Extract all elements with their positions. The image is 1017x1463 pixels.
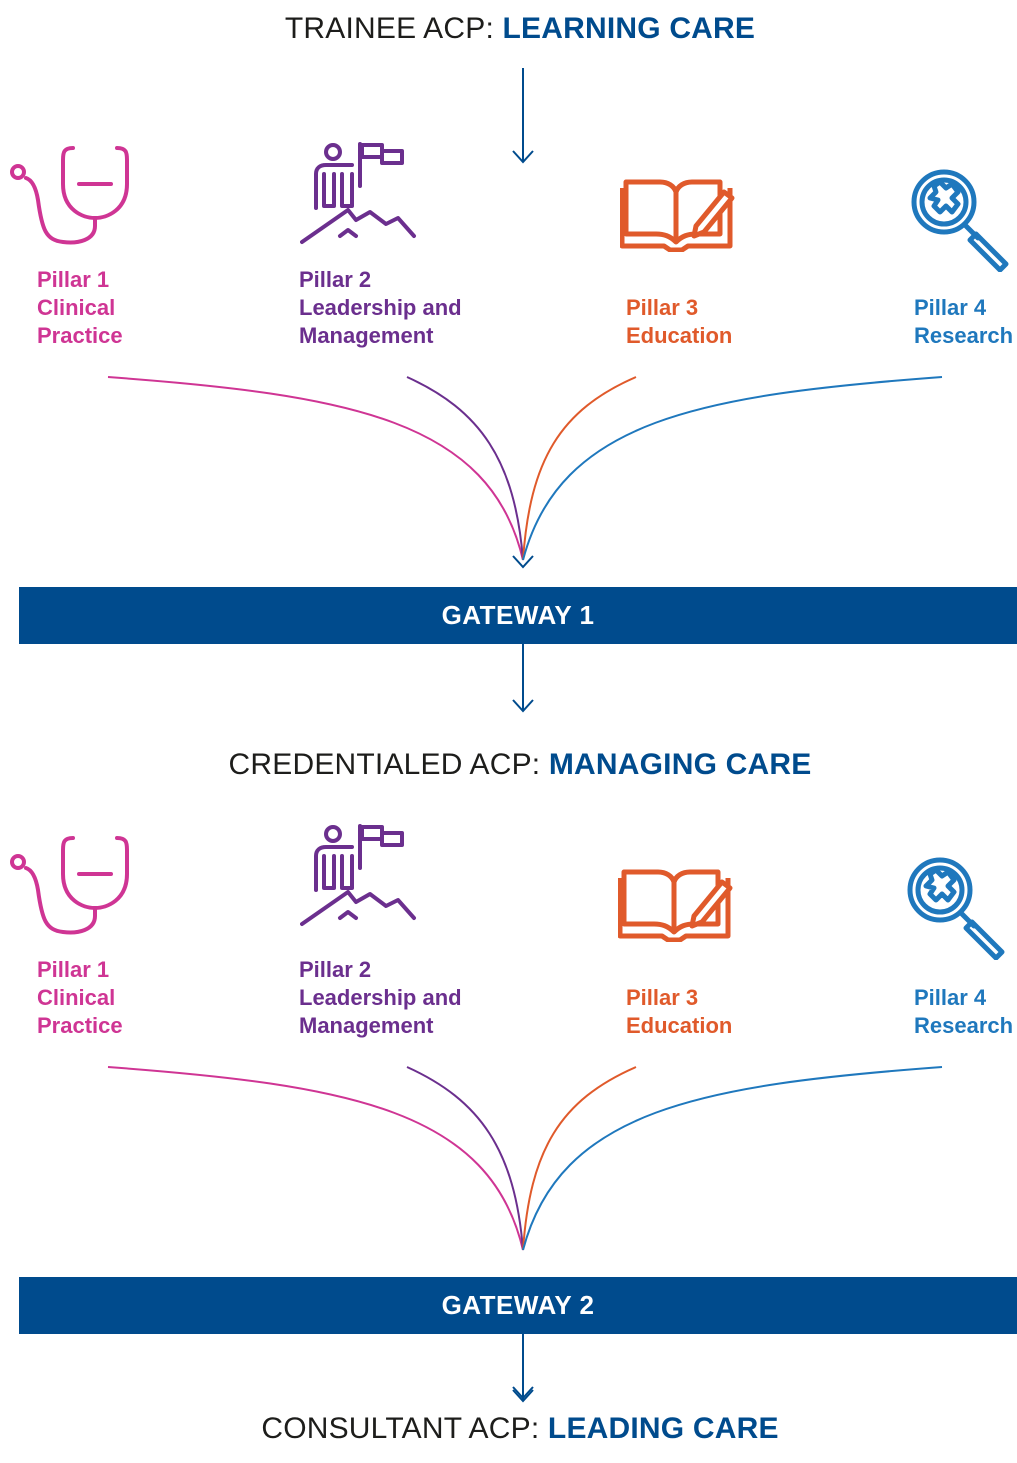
pillar-number: Pillar 2	[299, 957, 372, 982]
gateway-1-bar: GATEWAY 1	[19, 587, 1017, 644]
mountain-flag-icon	[300, 142, 416, 244]
pillar-2-label: Pillar 2 Leadership and Management	[299, 266, 462, 350]
pillar-name-line: Research	[914, 323, 1014, 348]
magnifier-puzzle-icon	[911, 169, 1009, 272]
pillar-name-line: Research	[914, 1013, 1014, 1038]
stage-prefix: CONSULTANT ACP:	[261, 1412, 548, 1445]
pillar-name-line: Practice	[37, 323, 123, 348]
curve-research-2	[522, 1066, 943, 1251]
down-arrow-5	[512, 1333, 534, 1403]
stage-prefix: CREDENTIALED ACP:	[228, 748, 549, 781]
curve-education-2	[522, 1066, 637, 1251]
pillar-3-label: Pillar 3 Education	[626, 984, 732, 1040]
magnifier-puzzle-icon	[907, 857, 1005, 960]
mountain-flag-icon	[300, 824, 416, 926]
stage-title-consultant: CONSULTANT ACP: LEADING CARE	[0, 1412, 1017, 1446]
gateway-2-bar: GATEWAY 2	[19, 1277, 1017, 1334]
converging-curves-2	[107, 1066, 943, 1251]
curve-clinical-1	[107, 376, 524, 561]
down-arrow-2	[512, 555, 534, 569]
pillar-name-line: Education	[626, 1013, 733, 1038]
curve-clinical-2	[107, 1066, 524, 1251]
curve-leadership-2	[406, 1066, 524, 1251]
stethoscope-icon	[10, 146, 129, 245]
book-pencil-icon	[620, 179, 735, 252]
down-arrow-3	[512, 643, 534, 713]
stethoscope-icon	[10, 836, 129, 935]
stage-emphasis: LEARNING CARE	[502, 12, 756, 45]
pillar-2-label: Pillar 2 Leadership and Management	[299, 956, 462, 1040]
pillar-number: Pillar 1	[37, 267, 110, 292]
pillar-4-label: Pillar 4 Research	[914, 294, 1013, 350]
down-arrow-1	[512, 68, 534, 164]
pillar-number: Pillar 3	[626, 985, 699, 1010]
pillar-name-line: Education	[626, 323, 733, 348]
curve-leadership-1	[406, 376, 524, 561]
pillar-name-line: Management	[299, 323, 434, 348]
pillar-4-label: Pillar 4 Research	[914, 984, 1013, 1040]
book-pencil-icon	[618, 869, 733, 942]
pillar-1-label: Pillar 1 Clinical Practice	[37, 956, 123, 1040]
pillar-name-line: Leadership and	[299, 985, 462, 1010]
pillar-name-line: Clinical	[37, 295, 116, 320]
pillar-number: Pillar 3	[626, 295, 699, 320]
pillar-1-label: Pillar 1 Clinical Practice	[37, 266, 123, 350]
stage-emphasis: MANAGING CARE	[548, 748, 812, 781]
pillar-name-line: Management	[299, 1013, 434, 1038]
pillar-number: Pillar 2	[299, 267, 372, 292]
stage-prefix: TRAINEE ACP:	[284, 12, 503, 45]
converging-curves-1	[107, 376, 943, 561]
pillar-name-line: Leadership and	[299, 295, 462, 320]
pillar-name-line: Practice	[37, 1013, 123, 1038]
pillar-number: Pillar 4	[914, 985, 987, 1010]
stage-emphasis: LEADING CARE	[547, 1412, 779, 1445]
pillar-3-label: Pillar 3 Education	[626, 294, 732, 350]
pillar-number: Pillar 1	[37, 957, 110, 982]
stage-title-credentialed: CREDENTIALED ACP: MANAGING CARE	[0, 748, 1017, 782]
pillar-name-line: Clinical	[37, 985, 116, 1010]
curve-education-1	[522, 376, 637, 561]
curve-research-1	[522, 376, 943, 561]
pillar-number: Pillar 4	[914, 295, 987, 320]
stage-title-trainee: TRAINEE ACP: LEARNING CARE	[0, 12, 1017, 46]
